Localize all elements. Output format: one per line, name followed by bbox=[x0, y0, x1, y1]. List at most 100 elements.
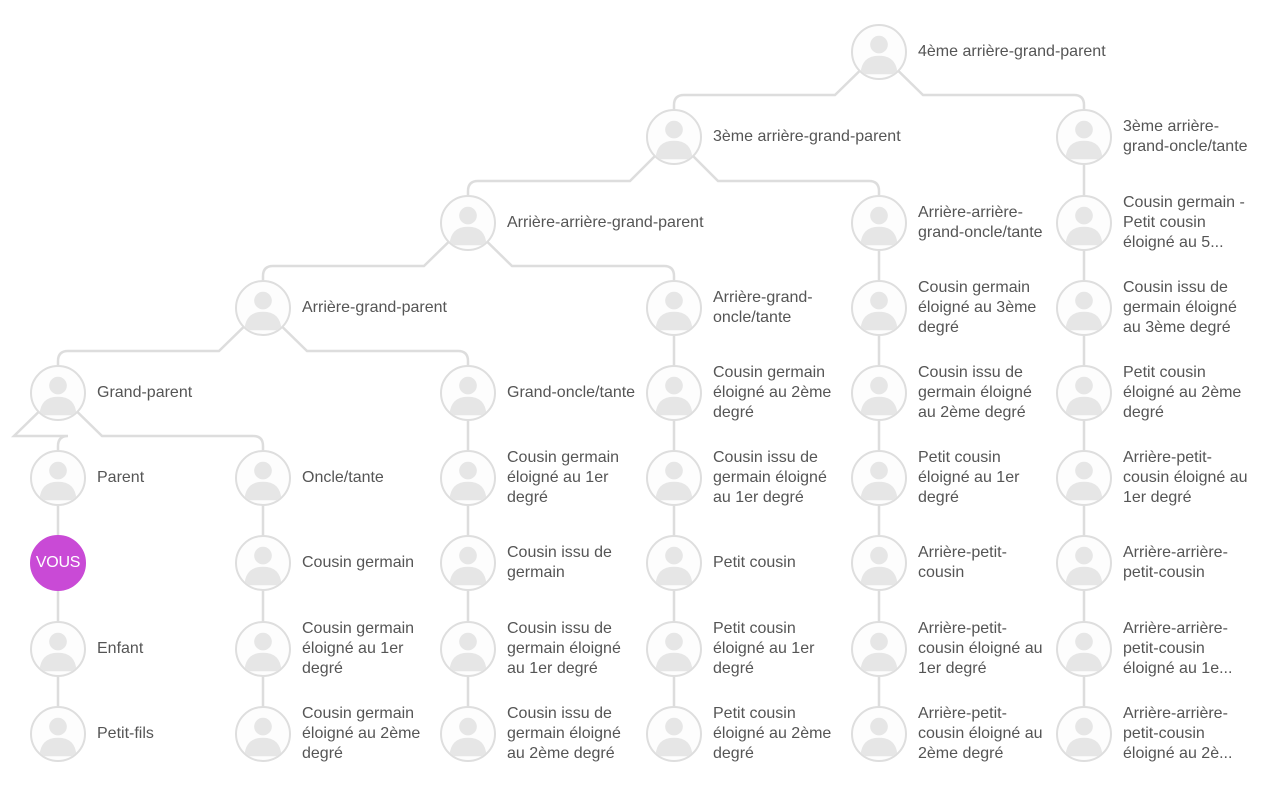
person-avatar-icon bbox=[860, 632, 898, 672]
person-avatar-icon bbox=[244, 632, 282, 672]
person-avatar-icon bbox=[655, 120, 693, 160]
person-avatar-icon bbox=[244, 717, 282, 757]
person-avatar-icon bbox=[860, 206, 898, 246]
person-node[interactable] bbox=[646, 706, 702, 762]
person-label: 3ème arrière-grand-parent bbox=[713, 128, 901, 145]
person-avatar-icon bbox=[244, 461, 282, 501]
person-avatar-icon bbox=[860, 717, 898, 757]
person-node[interactable] bbox=[851, 24, 907, 80]
person-label: Arrière-arrière-petit-cousin éloigné au … bbox=[1123, 705, 1233, 762]
person-node[interactable] bbox=[235, 706, 291, 762]
person-avatar-icon bbox=[1065, 120, 1103, 160]
person-node[interactable] bbox=[440, 365, 496, 421]
person-label: Arrière-arrière-petit-cousin bbox=[1123, 544, 1228, 581]
person-avatar-icon bbox=[860, 546, 898, 586]
person-node[interactable] bbox=[646, 535, 702, 591]
person-label: Cousin germain éloigné au 1er degré bbox=[302, 620, 415, 677]
person-node[interactable] bbox=[440, 450, 496, 506]
person-label: Arrière-petit-cousin éloigné au 1er degr… bbox=[918, 620, 1043, 677]
person-node[interactable] bbox=[1056, 706, 1112, 762]
person-node[interactable] bbox=[440, 535, 496, 591]
person-label: Grand-parent bbox=[97, 384, 193, 401]
person-node[interactable] bbox=[646, 280, 702, 336]
person-node[interactable] bbox=[646, 621, 702, 677]
person-avatar-icon bbox=[655, 546, 693, 586]
person-node[interactable] bbox=[1056, 280, 1112, 336]
person-avatar-icon bbox=[449, 546, 487, 586]
person-label: Arrière-arrière-grand-oncle/tante bbox=[918, 204, 1043, 241]
you-label: VOUS bbox=[35, 554, 81, 571]
person-node[interactable] bbox=[851, 280, 907, 336]
person-node[interactable] bbox=[235, 535, 291, 591]
person-avatar-icon bbox=[244, 291, 282, 331]
person-label: 4ème arrière-grand-parent bbox=[918, 43, 1106, 60]
person-avatar-icon bbox=[39, 461, 77, 501]
person-node[interactable] bbox=[235, 621, 291, 677]
person-avatar-icon bbox=[39, 632, 77, 672]
you-node[interactable]: VOUS bbox=[30, 535, 86, 591]
person-node[interactable] bbox=[440, 621, 496, 677]
person-label: Cousin germain éloigné au 3ème degré bbox=[918, 279, 1037, 336]
person-node[interactable] bbox=[851, 195, 907, 251]
person-label: Cousin germain - Petit cousin éloigné au… bbox=[1123, 194, 1245, 251]
person-avatar-icon bbox=[449, 461, 487, 501]
person-label: Oncle/tante bbox=[302, 469, 384, 486]
person-node[interactable] bbox=[1056, 621, 1112, 677]
person-node[interactable] bbox=[1056, 535, 1112, 591]
person-avatar-icon bbox=[1065, 632, 1103, 672]
person-node[interactable] bbox=[646, 450, 702, 506]
person-avatar-icon bbox=[655, 291, 693, 331]
person-label: Enfant bbox=[97, 640, 144, 657]
person-avatar-icon bbox=[1065, 546, 1103, 586]
person-avatar-icon bbox=[39, 376, 77, 416]
person-label: Petit-fils bbox=[97, 725, 154, 742]
person-avatar-icon bbox=[860, 376, 898, 416]
person-node[interactable] bbox=[1056, 365, 1112, 421]
person-node[interactable] bbox=[851, 450, 907, 506]
person-label: Arrière-petit-cousin éloigné au 2ème deg… bbox=[918, 705, 1043, 762]
person-node[interactable] bbox=[30, 706, 86, 762]
person-label: Cousin germain éloigné au 2ème degré bbox=[713, 364, 832, 421]
person-label: Arrière-arrière-petit-cousin éloigné au … bbox=[1123, 620, 1233, 677]
person-label: Cousin issu de germain éloigné au 3ème d… bbox=[1123, 279, 1237, 336]
person-node[interactable] bbox=[851, 706, 907, 762]
person-avatar-icon bbox=[860, 461, 898, 501]
person-node[interactable] bbox=[1056, 450, 1112, 506]
person-node[interactable] bbox=[1056, 195, 1112, 251]
person-node[interactable] bbox=[235, 450, 291, 506]
person-label: Arrière-grand-oncle/tante bbox=[713, 289, 813, 326]
person-node[interactable] bbox=[851, 365, 907, 421]
person-avatar-icon bbox=[1065, 206, 1103, 246]
person-avatar-icon bbox=[655, 461, 693, 501]
person-avatar-icon bbox=[449, 717, 487, 757]
person-avatar-icon bbox=[244, 546, 282, 586]
person-label: Grand-oncle/tante bbox=[507, 384, 636, 401]
person-node[interactable] bbox=[30, 621, 86, 677]
person-label: Arrière-petit-cousin éloigné au 1er degr… bbox=[1123, 449, 1248, 506]
person-node[interactable] bbox=[646, 109, 702, 165]
person-avatar-icon bbox=[655, 717, 693, 757]
person-avatar-icon bbox=[449, 632, 487, 672]
person-node[interactable] bbox=[646, 365, 702, 421]
person-node[interactable] bbox=[1056, 109, 1112, 165]
person-node[interactable] bbox=[235, 280, 291, 336]
person-label: 3ème arrière-grand-oncle/tante bbox=[1123, 118, 1248, 155]
person-label: Cousin issu de germain éloigné au 1er de… bbox=[713, 449, 827, 506]
person-avatar-icon bbox=[1065, 461, 1103, 501]
person-label: Petit cousin éloigné au 2ème degré bbox=[1123, 364, 1242, 421]
person-node[interactable] bbox=[30, 450, 86, 506]
person-label: Petit cousin éloigné au 2ème degré bbox=[713, 705, 832, 762]
person-node[interactable] bbox=[30, 365, 86, 421]
person-node[interactable] bbox=[440, 195, 496, 251]
person-label: Petit cousin éloigné au 1er degré bbox=[918, 449, 1020, 506]
person-label: Cousin germain bbox=[302, 554, 415, 571]
person-label: Cousin issu de germain bbox=[507, 544, 612, 581]
person-label: Cousin issu de germain éloigné au 1er de… bbox=[507, 620, 621, 677]
person-label: Cousin germain éloigné au 2ème degré bbox=[302, 705, 421, 762]
person-node[interactable] bbox=[851, 621, 907, 677]
person-node[interactable] bbox=[851, 535, 907, 591]
person-label: Arrière-arrière-grand-parent bbox=[507, 214, 704, 231]
person-avatar-icon bbox=[1065, 717, 1103, 757]
person-avatar-icon bbox=[1065, 376, 1103, 416]
person-node[interactable] bbox=[440, 706, 496, 762]
